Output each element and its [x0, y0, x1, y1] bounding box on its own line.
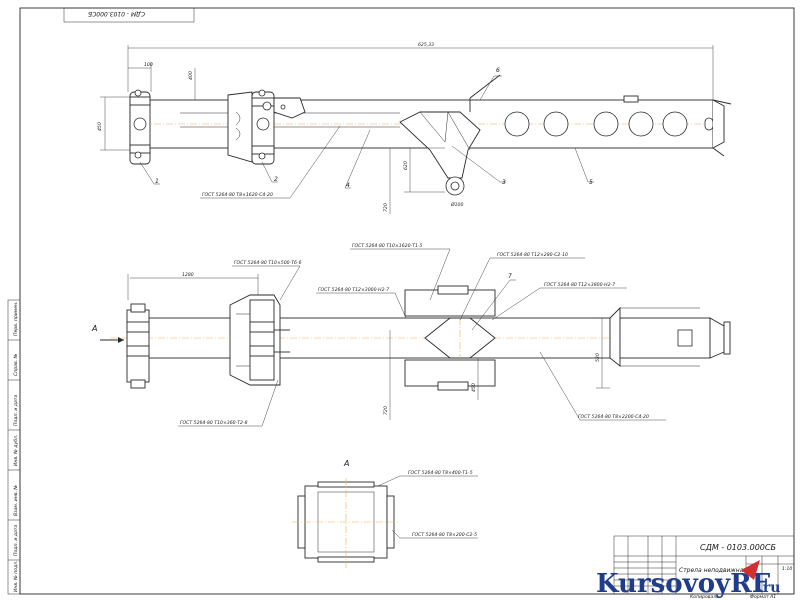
- part-number-7: 7: [508, 273, 512, 280]
- dim-overall: 625,33: [418, 42, 434, 48]
- dim-620: 620: [403, 161, 409, 170]
- margin-label-2: Справ. №: [13, 353, 19, 376]
- dim-450b: 450: [471, 383, 477, 392]
- footer-format: Формат А1: [750, 594, 776, 600]
- part-1-plan: [126, 303, 150, 389]
- weld-5: ГОСТ 5264-80 Т12×3000-Н2-7: [318, 287, 389, 293]
- part-number-4: 4: [346, 182, 350, 189]
- dim-100: 100: [144, 62, 153, 68]
- margin-label-1: Перв. примен.: [13, 302, 19, 337]
- weld-2: ГОСТ 5264-80 Т10×1620-Т1-5: [352, 243, 423, 249]
- part-5-holes: [504, 95, 732, 157]
- part-1-clamp: [129, 89, 151, 165]
- title-name: Стрела неподвижная: [679, 567, 747, 574]
- view-arrow-label: А: [91, 324, 97, 333]
- watermark-suffix: .ru: [758, 580, 780, 596]
- weld-7: ГОСТ 5264-80 Т10×360-Т2-8: [180, 420, 248, 426]
- margin-label-4: Инв. № дубл.: [13, 435, 19, 466]
- part-2-clamp: [227, 89, 306, 165]
- top-stamp-text: СДМ - 0103.000СБ: [88, 10, 145, 17]
- part-3-bracket: [399, 74, 501, 196]
- top-view: 625,33 100 400 450: [97, 42, 732, 214]
- watermark-arrow-icon: [741, 560, 760, 580]
- weld-3: ГОСТ 5264-80 Т10×500-Т6-6: [234, 260, 302, 266]
- title-block: СДМ - 0103.000СБ Стрела неподвижная 1:10…: [613, 535, 795, 600]
- dim-phi100: Ø100: [450, 201, 463, 208]
- dim-720b: 720: [383, 406, 389, 415]
- part-number-1: 1: [155, 178, 159, 185]
- part-number-2: 2: [274, 176, 278, 183]
- watermark-main: KursovoyRF: [596, 569, 771, 599]
- boom-beam-plan: [129, 317, 611, 359]
- title-scale: 1:10: [782, 566, 792, 572]
- margin-label-5: Взам. инв. №: [13, 485, 19, 516]
- section-label: А: [343, 459, 349, 468]
- dim-1280: 1280: [182, 272, 194, 278]
- plan-view: 1280: [91, 243, 731, 427]
- weld-8: ГОСТ 5264-80 Т8×2200-С4-20: [578, 414, 649, 420]
- weld-4: ГОСТ 5264-80 Т12×280-С2-10: [497, 252, 568, 258]
- left-margin-stamps: Перв. примен. Справ. № Подп. и дата Инв.…: [7, 299, 21, 595]
- section-a-view: А ГОСТ 5264-80 Т8×400-Т1-5 ГОСТ 5264-80 …: [292, 459, 478, 568]
- part-number-6: 6: [496, 67, 500, 74]
- margin-label-6: Подп. и дата: [13, 525, 19, 556]
- part-number-5: 5: [589, 179, 593, 186]
- weld-1: ГОСТ 5264-80 Т8×1620-С4-20: [202, 192, 273, 198]
- top-stamp-box: [63, 7, 195, 23]
- weld-9: ГОСТ 5264-80 Т8×400-Т1-5: [408, 470, 473, 476]
- dim-400: 400: [188, 71, 194, 80]
- watermark: KursovoyRF .ru: [596, 560, 780, 599]
- margin-label-3: Подп. и дата: [13, 395, 19, 426]
- part-2-plan: [229, 294, 290, 386]
- margin-label-7: Инв. № подл.: [13, 560, 19, 592]
- dim-720: 720: [383, 203, 389, 212]
- weld-6: ГОСТ 5264-80 Т12×3800-Н2-7: [544, 282, 615, 288]
- dim-450: 450: [97, 122, 103, 131]
- weld-10: ГОСТ 5264-80 Т8×200-С2-5: [412, 532, 477, 538]
- title-designation: СДМ - 0103.000СБ: [700, 543, 776, 552]
- footer-copied: Копировал: [690, 594, 716, 600]
- part-7-plan: [404, 285, 496, 391]
- dim-530: 530: [595, 353, 601, 362]
- part-number-3: 3: [502, 179, 506, 186]
